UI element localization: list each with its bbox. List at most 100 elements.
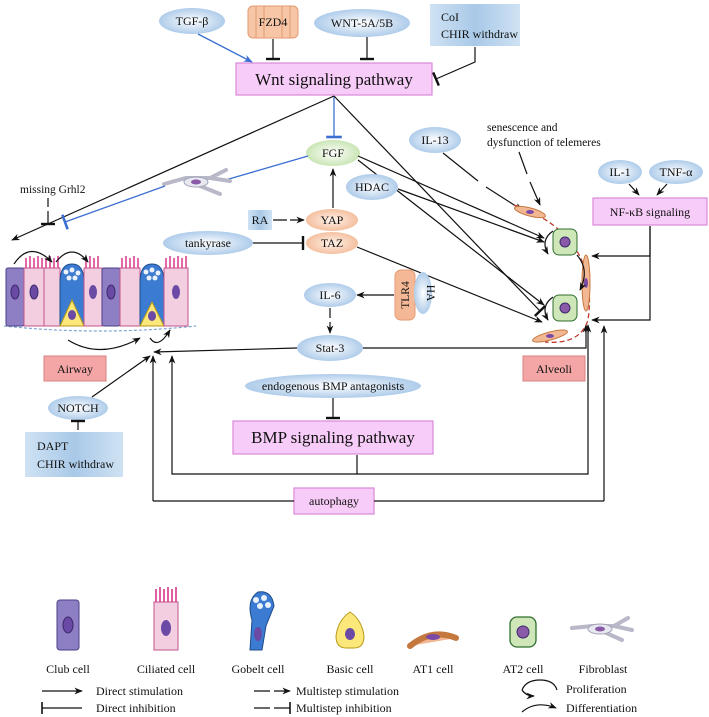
svg-text:TNF-α: TNF-α [660,165,694,179]
svg-text:FZD4: FZD4 [259,15,288,29]
svg-text:tankyrase: tankyrase [185,236,231,250]
hdac-to-alveoli-arrow [397,188,545,243]
wnt-5a-5b-node: WNT-5A/5B [314,9,410,37]
svg-text:Airway: Airway [57,362,93,376]
svg-text:HDAC: HDAC [355,180,389,194]
wnt-to-airway-arrow [11,95,335,241]
svg-text:YAP: YAP [321,213,344,227]
legend-fibroblast-label: Fibroblast [579,662,628,676]
taz-to-alveoli-arrow [356,246,543,323]
il-1-node: IL-1 [598,160,642,184]
ra-node: RA [248,210,272,230]
svg-text:NOTCH: NOTCH [57,401,99,415]
hdac-node: HDAC [346,174,398,200]
svg-text:WNT-5A/5B: WNT-5A/5B [331,16,393,30]
svg-text:Stat-3: Stat-3 [316,341,345,355]
fgf-node: FGF [306,140,360,166]
legend-differentiation-label: Differentiation [566,701,637,715]
col-chir-box: CoI CHIR withdraw [430,4,520,46]
airway-epithelium [3,250,197,351]
svg-text:TLR4: TLR4 [400,281,412,309]
legend-proliferation-arrow [521,679,558,696]
legend-fibroblast-icon [570,616,634,642]
nfkb-to-at2-arrow-2 [591,226,651,324]
svg-text:TAZ: TAZ [321,236,343,250]
svg-text:DAPT: DAPT [37,439,69,453]
notch-node: NOTCH [48,396,108,420]
svg-text:TGF-β: TGF-β [176,14,209,28]
svg-text:autophagy: autophagy [309,494,359,508]
il-6-node: IL-6 [304,283,356,307]
notch-to-airway-arrow [91,355,151,398]
airway-label: Airway [43,355,107,382]
legend-at2-cell-label: AT2 cell [503,662,545,676]
svg-text:CHIR withdraw: CHIR withdraw [441,27,518,41]
legend-at1-cell-label: AT1 cell [413,662,455,676]
stat-3-node: Stat-3 [297,335,363,361]
col-inhibit-wnt [432,47,476,87]
taz-node: TAZ [306,232,358,254]
senescence-multistep-arrow [518,151,540,205]
bmp-antagonists-node: endogenous BMP antagonists [245,374,421,398]
nfkb-to-at2-arrow [591,226,651,260]
svg-text:endogenous BMP antagonists: endogenous BMP antagonists [262,379,405,393]
legend-ciliated-cell-label: Ciliated cell [137,662,196,676]
alveoli-cells [513,204,591,343]
svg-text:Alveoli: Alveoli [536,362,573,376]
stat3-to-alveoli-arrow [363,324,590,349]
wnt-signaling-box: Wnt signaling pathway [235,62,433,96]
legend-proliferation-label: Proliferation [566,682,627,696]
senescence-label-2: dysfunction of telemeres [487,137,601,149]
svg-text:CoI: CoI [441,10,459,24]
svg-text:IL-1: IL-1 [609,165,630,179]
dapt-chir-box: DAPT CHIR withdraw [25,432,123,477]
legend: Club cell Ciliated cell Gobelt cell Basi… [41,587,637,715]
autophagy-box: autophagy [293,487,375,515]
bmp-signaling-box: BMP signaling pathway [232,420,434,455]
alveoli-label: Alveoli [522,355,586,382]
svg-text:IL-13: IL-13 [421,133,448,147]
fzd4-receptor: FZD4 [247,5,299,39]
legend-basic-cell-label: Basic cell [327,662,375,676]
nf-kb-signaling-box: NF-κB signaling [592,197,708,226]
legend-at2-cell-icon [509,616,537,648]
fibroblast-cell [162,168,232,196]
legend-multistep-inhibition-label: Multistep inhibition [296,701,392,715]
legend-differentiation-arrow [521,702,557,713]
legend-direct-stimulation-label: Direct stimulation [96,684,183,698]
il-13-node: IL-13 [409,127,461,153]
svg-text:BMP signaling pathway: BMP signaling pathway [251,428,415,447]
svg-text:NF-κB signaling: NF-κB signaling [610,205,690,219]
legend-basic-cell-icon [335,611,365,649]
missing-grhl2-label: missing Grhl2 [20,184,86,196]
svg-text:Wnt signaling pathway: Wnt signaling pathway [255,70,413,89]
fgf-to-fibroblast-line [221,155,309,182]
tankyrase-node: tankyrase [163,231,253,255]
tnfa-to-nfkb-arrow [656,183,668,196]
yap-node: YAP [306,209,358,231]
il1-to-nfkb-arrow [628,183,640,196]
fibroblast-inhibit-airway [61,185,166,230]
legend-ciliated-cell-icon [153,587,179,651]
svg-text:RA: RA [252,213,269,227]
bmp-to-airway-arrow [168,355,358,475]
il13-multistep-arrow [442,152,522,210]
legend-direct-inhibition-label: Direct inhibition [96,701,176,715]
bmp-to-alveoli-arrow [357,324,592,475]
tnf-alpha-node: TNF-α [649,160,703,184]
svg-text:IL-6: IL-6 [319,288,340,302]
tlr4-ha-receptor: TLR4 HA [394,269,436,321]
svg-text:FGF: FGF [322,146,344,160]
tgfb-to-wnt-arrow [197,33,253,63]
legend-goblet-cell-icon [249,591,275,651]
legend-at1-cell-icon [407,631,459,649]
svg-text:HA: HA [424,285,436,302]
senescence-label-1: senescence and [487,122,558,134]
svg-text:CHIR withdraw: CHIR withdraw [37,457,114,471]
stat3-to-airway-arrow [153,347,298,356]
legend-club-cell-label: Club cell [46,662,90,676]
legend-multistep-stimulation-label: Multistep stimulation [296,684,399,698]
fgf-to-alveoli-arrow [357,155,545,239]
tgf-beta-node: TGF-β [159,8,225,34]
